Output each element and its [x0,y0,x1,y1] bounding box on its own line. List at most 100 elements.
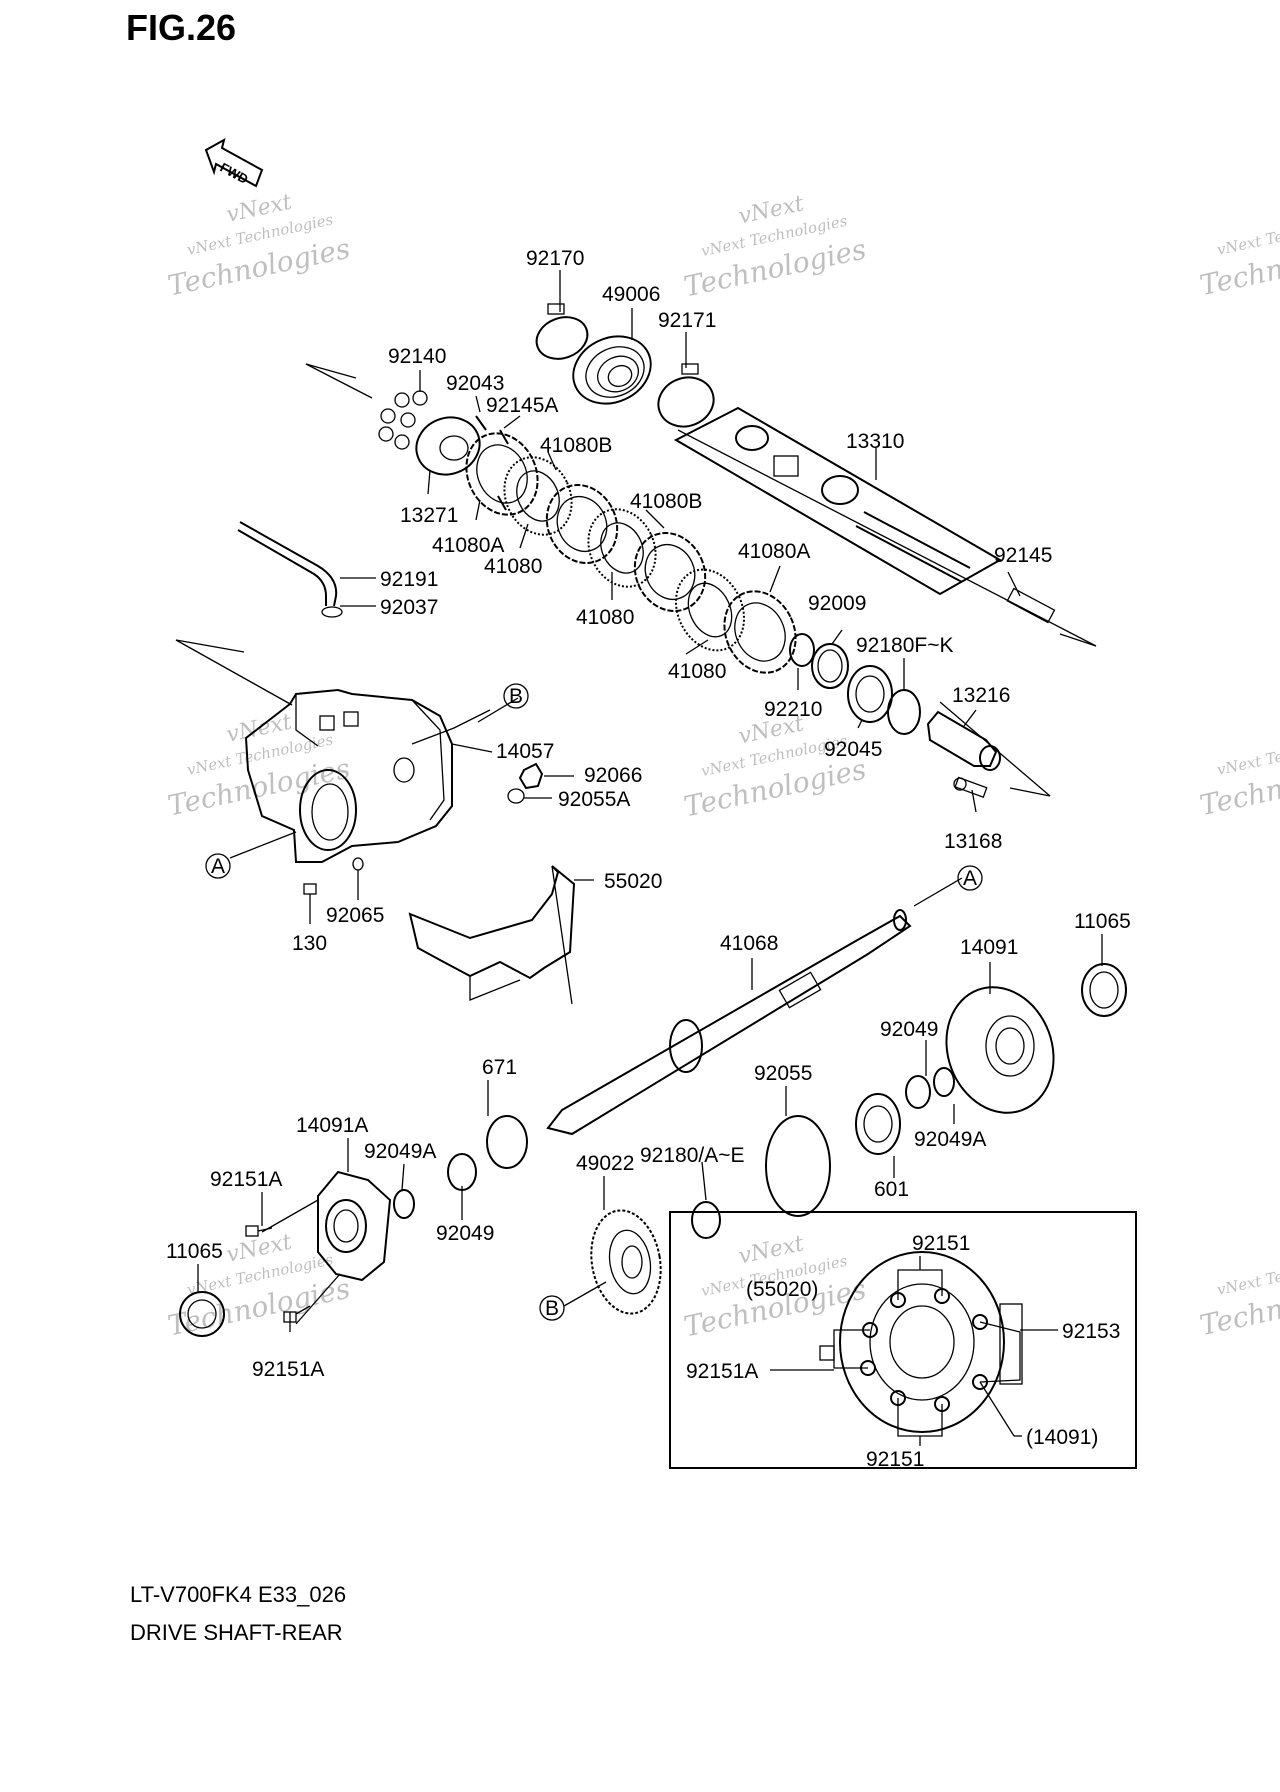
label-14091-ref: (14091) [1026,1426,1098,1449]
label-14091: 14091 [960,936,1018,959]
part-labels: 92170 49006 92171 92140 92043 92145A 410… [166,247,1131,1471]
label-92153: 92153 [1062,1320,1120,1343]
label-92049A-left: 92049A [364,1140,436,1163]
clutch-plate-41080B-2 [633,532,707,612]
fwd-label: FWD [218,160,251,187]
seal-92049A-left [393,1189,415,1219]
o-ring-92180F-K [887,689,921,735]
label-13216: 13216 [952,684,1010,707]
label-49022: 49022 [576,1152,634,1175]
seal-11065-right [1081,963,1127,1017]
housing-14091A [317,1170,392,1282]
label-92170: 92170 [526,247,584,270]
label-13271: 13271 [400,504,458,527]
o-ring-671 [486,1115,528,1169]
washer-92065 [352,857,364,871]
oil-seal-92009 [811,643,849,689]
label-92049-right: 92049 [880,1018,938,1041]
callout-a-left: A [205,853,231,879]
callout-a-right: A [957,865,983,891]
label-92037: 92037 [380,596,438,619]
watermark-line2: vNext Technologies [1215,210,1280,259]
callout-b-lower: B [539,1295,565,1321]
label-92171: 92171 [658,309,716,332]
label-92055: 92055 [754,1062,812,1085]
label-13310: 13310 [846,430,904,453]
oil-seal-92210 [789,633,815,667]
label-92151A-upper: 92151A [210,1168,282,1191]
o-ring-92055 [765,1115,831,1217]
label-92151A-lower: 92151A [252,1358,324,1381]
balls-92140 [378,390,428,450]
label-41080B-1: 41080B [540,434,612,457]
label-92180A-E: 92180/A~E [640,1144,745,1167]
seal-92049A-right [933,1067,955,1097]
clutch-plate-41080B-1 [545,484,619,564]
label-92145: 92145 [994,544,1052,567]
bracket-55020 [408,865,576,1005]
label-55020: 55020 [604,870,662,893]
label-92065: 92065 [326,904,384,927]
watermark-group: vNext vNext Technologies Technologies vN… [165,190,1280,1344]
label-41080A-2: 41080A [738,540,810,563]
friction-plate-41080-1 [503,456,573,536]
label-41080-2: 41080 [576,606,634,629]
plug-92066 [518,762,544,790]
guide-lines [175,363,1097,797]
label-49006: 49006 [602,283,660,306]
o-ring-92180A-E [691,1201,721,1239]
svg-text:B: B [509,685,523,708]
label-92145A: 92145A [486,394,558,417]
label-92055A: 92055A [558,788,630,811]
label-92180F-K: 92180F~K [856,634,954,657]
model-code: LT-V700FK4 E33_026 [130,1582,346,1607]
propeller-shaft-13310 [673,406,1003,596]
fwd-arrow-icon: FWD [204,138,264,188]
spring-92145 [1006,587,1056,624]
seal-92049-right [905,1075,931,1109]
label-11065-left: 11065 [166,1240,223,1263]
bearing-92045 [847,665,893,723]
label-41080B-2: 41080B [630,490,702,513]
leader-lines [197,270,1103,1446]
label-41080-1: 41080 [484,555,542,578]
label-14091A: 14091A [296,1114,368,1137]
label-92151-top: 92151 [912,1232,970,1255]
cam-plate-13271 [415,416,481,476]
pins-92043 [475,415,509,511]
bearing-601 [855,1093,901,1155]
clutch-plate-41080A-1 [465,432,539,516]
clamp-92037 [321,606,343,618]
seal-11065-left [179,1291,225,1337]
label-41068: 41068 [720,932,778,955]
label-92009: 92009 [808,592,866,615]
svg-text:A: A [963,867,977,890]
drive-pinion-13216 [926,710,1001,771]
label-92191: 92191 [380,568,438,591]
watermark-line2: vNext Technologies [1215,1250,1280,1299]
label-92210: 92210 [764,698,822,721]
pin-13168 [953,776,988,799]
label-92140: 92140 [388,345,446,368]
callout-b-upper: B [503,683,529,709]
label-41080A-1: 41080A [432,534,504,557]
friction-plate-41080-3 [674,568,746,652]
svg-text:B: B [545,1297,559,1320]
bolt-130 [303,883,317,900]
watermark-line2: vNext Technologies [1215,730,1280,779]
friction-plate-41080-2 [587,508,657,588]
breather-hose-92191 [237,521,338,607]
label-130: 130 [292,932,327,955]
housing-14091 [945,986,1055,1114]
label-92066: 92066 [584,764,642,787]
clamp-92170 [535,303,589,360]
seal-92049-left [447,1153,477,1191]
gear-case-14057 [244,688,453,863]
label-11065-right: 11065 [1074,910,1131,933]
clutch-plate-41080A-2 [723,590,797,674]
ring-gear-49022 [590,1209,662,1315]
label-14057: 14057 [496,740,554,763]
label-55020-ref: (55020) [746,1278,818,1301]
label-92045: 92045 [824,738,882,761]
